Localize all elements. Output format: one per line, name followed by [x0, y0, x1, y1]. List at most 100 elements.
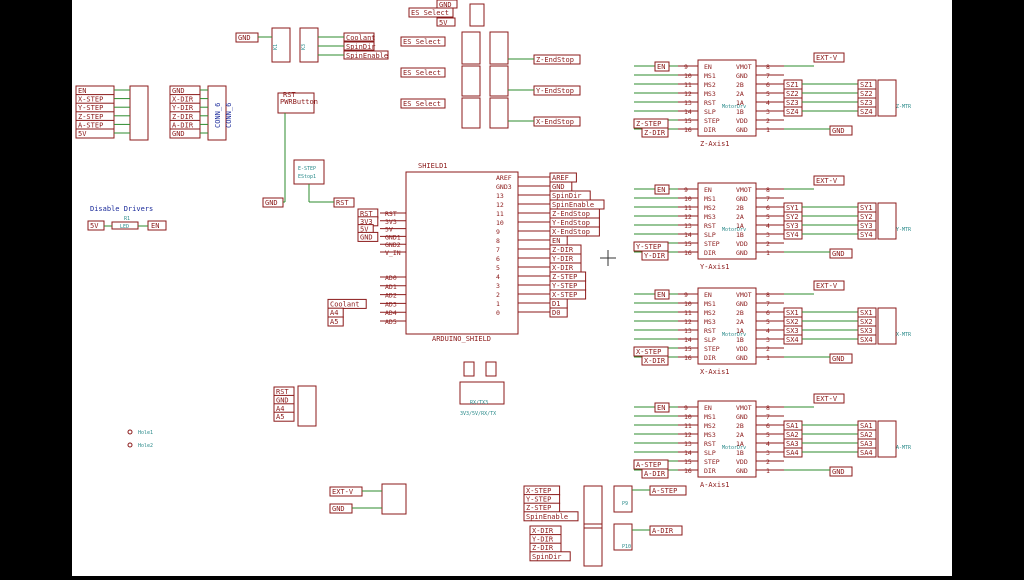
- driver-0-lnum-6: 15: [684, 117, 692, 125]
- x-endstop-label: X-EndStop: [536, 118, 574, 126]
- driver-2-out-0: SX1: [786, 309, 799, 317]
- shield-left-label-2: 5V: [360, 226, 369, 234]
- shield-left-label-11: A5: [330, 318, 338, 326]
- driver-1-out-2: SY3: [786, 222, 799, 230]
- rxtx-body: [459, 381, 505, 405]
- driver-2-en: EN: [657, 291, 665, 299]
- shield-left-pin-9: AD3: [385, 300, 397, 308]
- shield-left-pin-7: AD1: [385, 283, 397, 291]
- k3-label: K3: [301, 44, 307, 50]
- p13-label-2: Y-STEP: [78, 104, 103, 112]
- driver-type-1: MotorDrv: [722, 227, 746, 233]
- driver-1-step: Y-STEP: [636, 243, 661, 251]
- shield-left-pin-10: AD4: [385, 309, 397, 317]
- p2-body: [461, 65, 481, 97]
- motor-label-2: X-MTR: [896, 332, 912, 338]
- driver-0-rnum-3: 5: [766, 90, 770, 98]
- driver-1-rnum-0: 8: [766, 186, 770, 194]
- driver-body-0: [697, 59, 757, 137]
- shield-right-pin-1: GND3: [496, 183, 512, 191]
- driver-1-out-1: SY2: [786, 213, 799, 221]
- driver-3-dir-tag: [641, 468, 669, 479]
- driver-type-2: MotorDrv: [722, 332, 746, 338]
- driver-2-step: X-STEP: [636, 348, 661, 356]
- shield-right-pin-14: 1: [496, 300, 500, 308]
- extv-bottom-label: EXT-V: [332, 488, 354, 496]
- driver-1-rnum-3: 5: [766, 213, 770, 221]
- a-step-label: A-STEP: [652, 487, 677, 495]
- shield-right-pin-12: 3: [496, 282, 500, 290]
- driver-3-lnum-1: 10: [684, 413, 692, 421]
- p12-label-1: X-DIR: [172, 96, 194, 104]
- driver-2-lpin-3: MS3: [704, 318, 716, 326]
- shield-right-label-12: Y-STEP: [552, 282, 577, 290]
- p1-body: [461, 31, 481, 65]
- shield-right-label-0: AREF: [552, 174, 569, 182]
- k1-label: K1: [273, 44, 279, 50]
- driver-3-mout-0: SA1: [860, 422, 873, 430]
- driver-3-en: EN: [657, 404, 665, 412]
- rst-estop-label: RST: [336, 199, 349, 207]
- shield-right-pin-13: 2: [496, 291, 500, 299]
- driver-0-rnum-6: 2: [766, 117, 770, 125]
- driver-1-rnum-7: 1: [766, 249, 770, 257]
- p9-input-0: X-STEP: [526, 487, 551, 495]
- shield-right-label-6: X-EndStop: [552, 228, 590, 236]
- driver-3: A-Axis1MotorDrvEN9MS110MS211MS312RST13SL…: [633, 393, 912, 489]
- driver-3-out-2: SA3: [786, 440, 799, 448]
- driver-3-lpin-4: RST: [704, 440, 716, 448]
- driver-2-gnd-tag: [829, 353, 853, 364]
- shield-left-pin-6: AD0: [385, 274, 397, 282]
- driver-3-rpin-0: VMOT: [736, 404, 752, 412]
- gnd-label: GND: [238, 34, 251, 42]
- driver-3-out-1: SA2: [786, 431, 799, 439]
- driver-0-lpin-1: MS1: [704, 72, 716, 80]
- driver-3-out-3: SA4: [786, 449, 799, 457]
- driver-3-lnum-5: 14: [684, 449, 692, 457]
- coolant-label: Coolant: [346, 34, 376, 42]
- relay-block: GND K1 K3 Coolant SpinDir SpinEnable: [235, 27, 389, 63]
- driver-0-rnum-0: 8: [766, 63, 770, 71]
- a-dir-label: A-DIR: [652, 527, 674, 535]
- driver-3-en-tag: [654, 402, 670, 413]
- driver-0-lpin-0: EN: [704, 63, 712, 71]
- endstop-block: ES_Select GND 5V ES_Select Z-EndStop ES_…: [400, 0, 581, 129]
- driver-1-extv-tag: [813, 175, 845, 186]
- scl-label-3-tag: [273, 411, 295, 422]
- driver-1-lnum-1: 10: [684, 195, 692, 203]
- driver-1-en: EN: [657, 186, 665, 194]
- driver-1-rpin-7: GND: [736, 249, 748, 257]
- driver-3-lnum-3: 12: [684, 431, 692, 439]
- driver-2-extv: EXT-V: [816, 282, 838, 290]
- driver-0-gnd: GND: [832, 127, 845, 135]
- rxtx-value: 3V3/5V/RX/TX: [460, 411, 496, 417]
- driver-0-rnum-2: 6: [766, 81, 770, 89]
- driver-2-out-1: SX2: [786, 318, 799, 326]
- p9-input-3-tag: [523, 511, 579, 522]
- driver-2: X-Axis1MotorDrvEN9MS110MS211MS312RST13SL…: [633, 280, 912, 376]
- driver-0-rpin-5: 1B: [736, 108, 744, 116]
- driver-2-lnum-1: 10: [684, 300, 692, 308]
- driver-2-lnum-6: 15: [684, 345, 692, 353]
- driver-2-mout-1: SX2: [860, 318, 873, 326]
- driver-1-lnum-3: 12: [684, 213, 692, 221]
- driver-type-3: MotorDrv: [722, 445, 746, 451]
- driver-1-lpin-7: DIR: [704, 249, 716, 257]
- driver-1-rpin-3: 2A: [736, 213, 744, 221]
- d0-tag: [485, 361, 497, 377]
- disable-drivers-block: Disable Drivers 5V R1 LED EN: [87, 205, 167, 231]
- driver-3-mout-2: SA3: [860, 440, 873, 448]
- p13-label-5: 5V: [78, 130, 87, 138]
- shield-right-pin-6: 9: [496, 228, 500, 236]
- z-endstop-label: Z-EndStop: [536, 56, 574, 64]
- motor-body-2: [877, 307, 897, 345]
- driver-0-rpin-1: GND: [736, 72, 748, 80]
- driver-3-rpin-1: GND: [736, 413, 748, 421]
- driver-0-lpin-5: SLP: [704, 108, 716, 116]
- driver-2-en-tag: [654, 289, 670, 300]
- driver-2-lnum-0: 9: [684, 291, 688, 299]
- p9-left-body: [583, 485, 603, 529]
- driver-2-rnum-1: 7: [766, 300, 770, 308]
- driver-3-rnum-2: 6: [766, 422, 770, 430]
- p12-conn-label: CONN_6: [225, 103, 233, 128]
